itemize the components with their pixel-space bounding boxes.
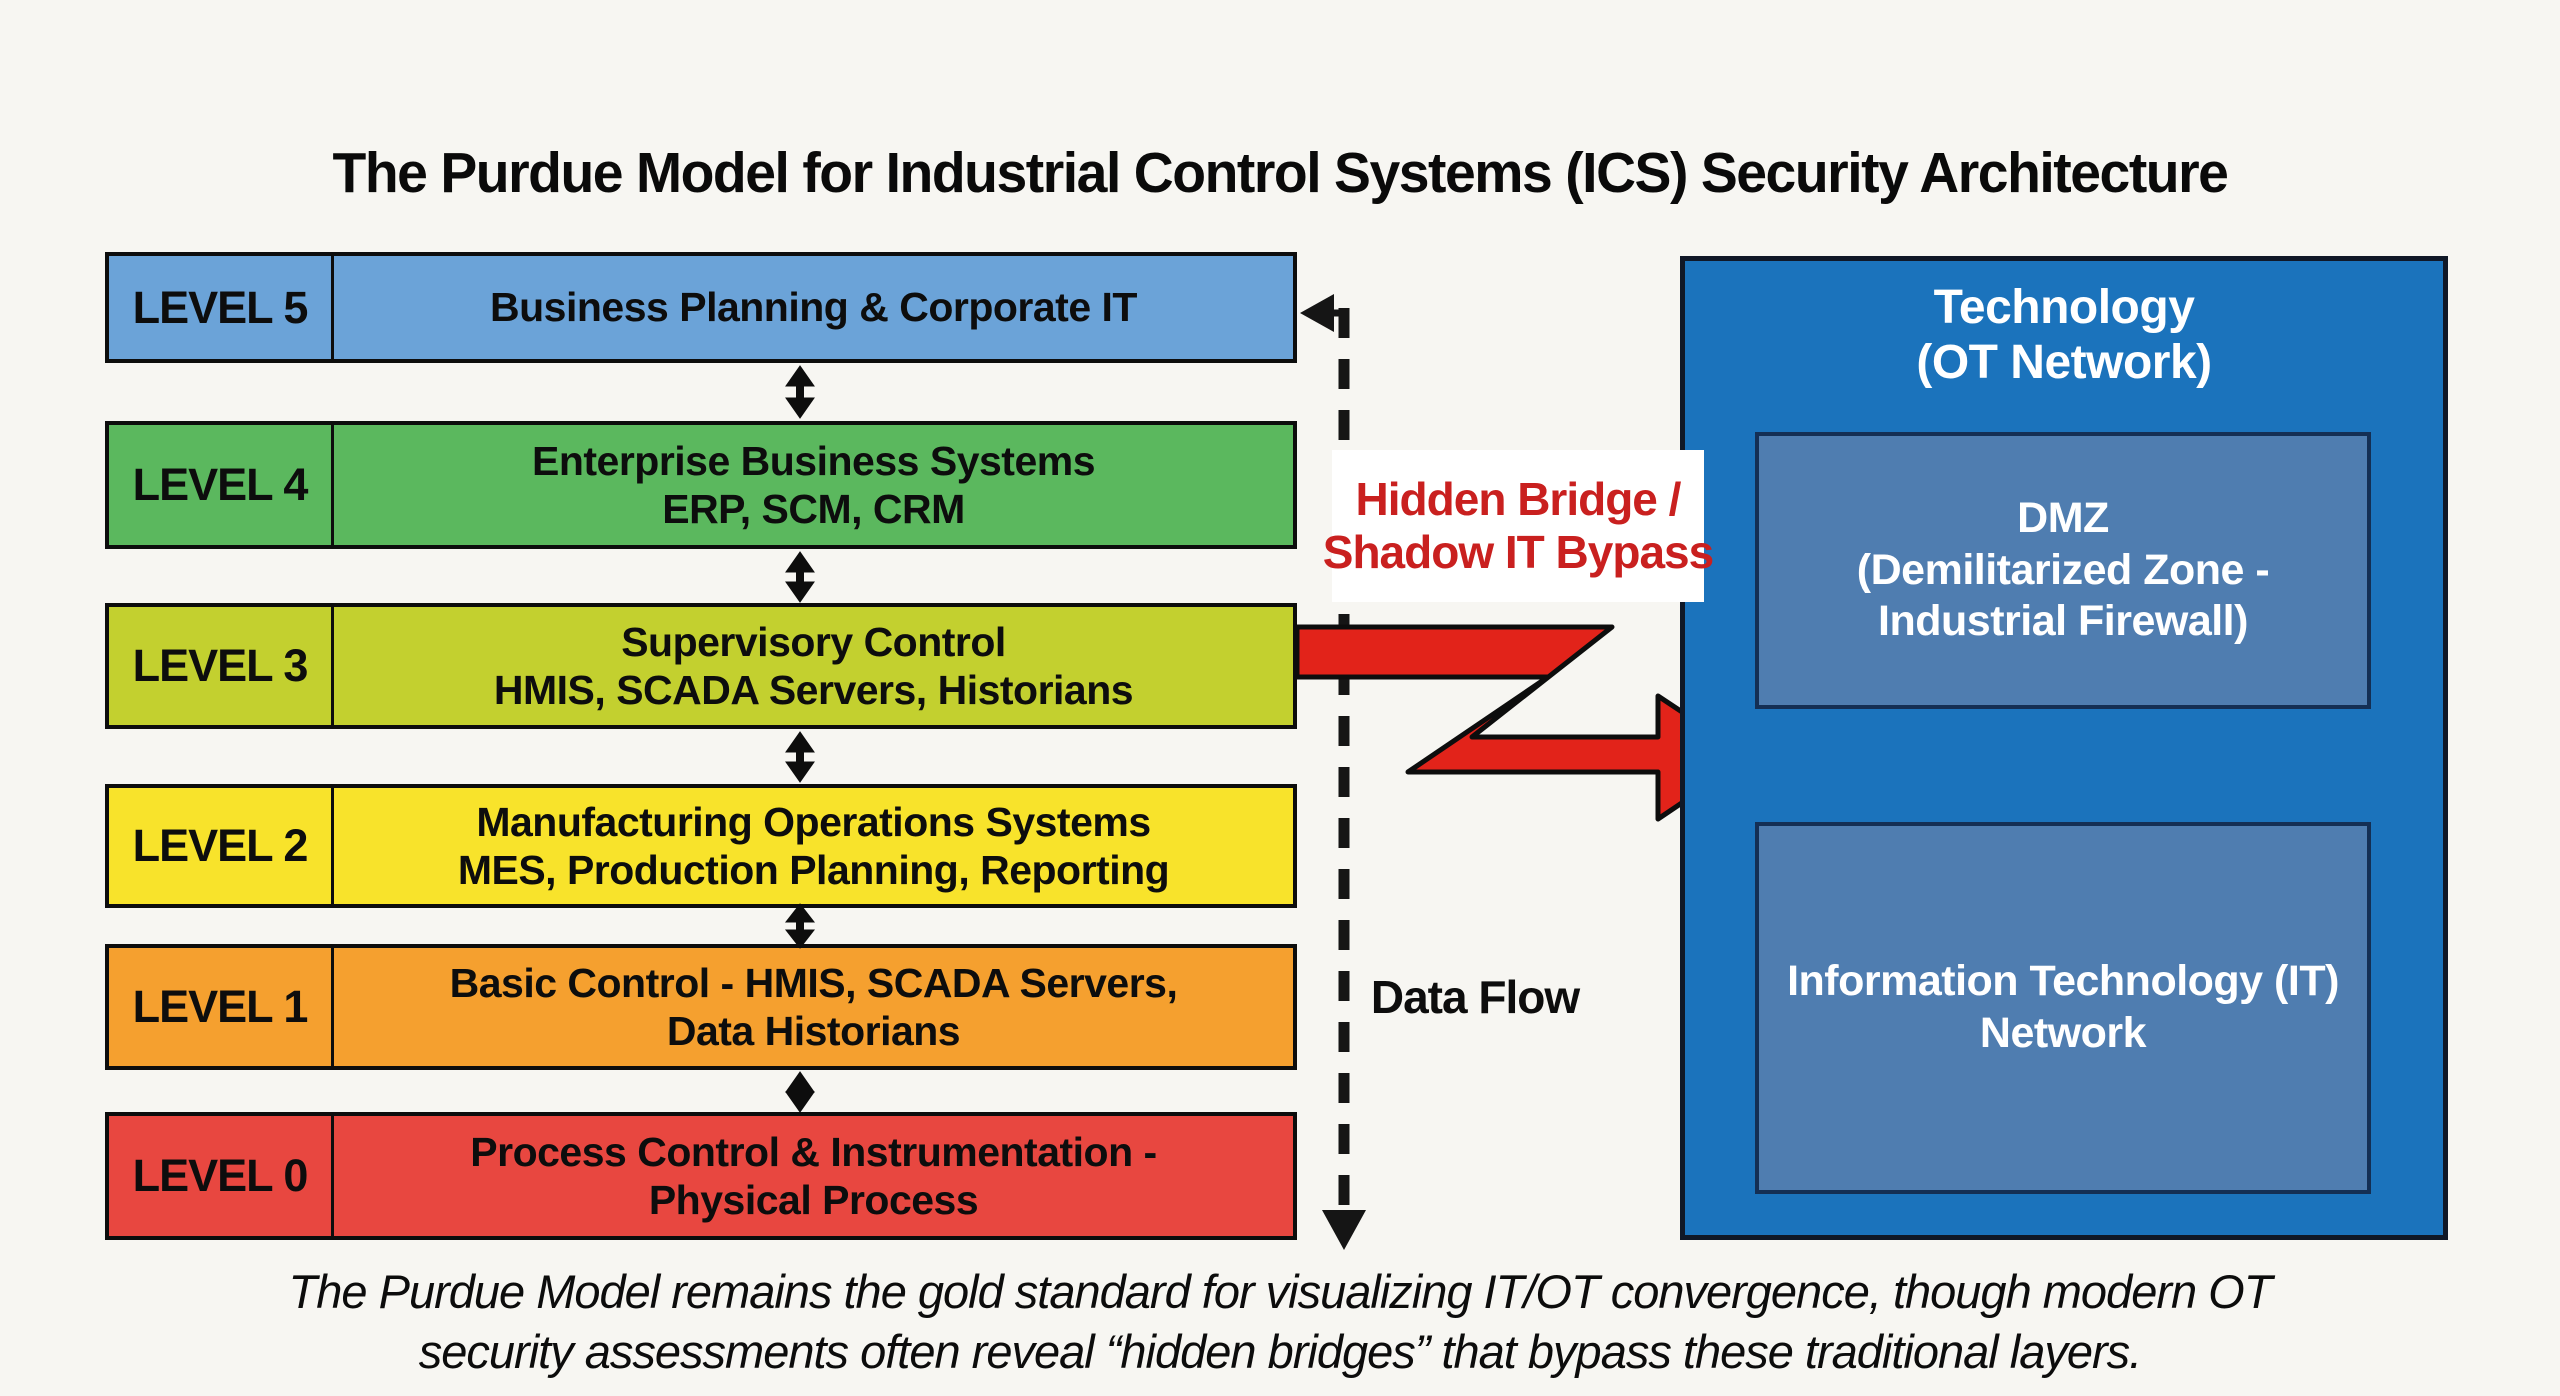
level-1-row: LEVEL 1 Basic Control - HMIS, SCADA Serv… bbox=[105, 944, 1297, 1070]
it-network-line2: Network bbox=[1979, 1009, 2147, 1057]
ot-panel-title: Technology (OT Network) bbox=[1685, 281, 2443, 390]
level-1-line1: Basic Control - HMIS, SCADA Servers, bbox=[449, 959, 1178, 1006]
level-2-label: LEVEL 2 bbox=[109, 788, 334, 904]
footer-caption-line1: The Purdue Model remains the gold standa… bbox=[288, 1265, 2273, 1318]
data-flow-arrowhead-bottom bbox=[1322, 1210, 1366, 1250]
level-1-description: Basic Control - HMIS, SCADA Servers, Dat… bbox=[334, 948, 1293, 1066]
level-0-row: LEVEL 0 Process Control & Instrumentatio… bbox=[105, 1112, 1297, 1240]
level-0-line2: Physical Process bbox=[648, 1177, 979, 1223]
dmz-line1: DMZ bbox=[2017, 494, 2109, 543]
arrow-l1-l0 bbox=[785, 1071, 815, 1113]
level-2-line1: Manufacturing Operations Systems bbox=[476, 798, 1151, 845]
ot-panel-title-line1: Technology bbox=[1933, 281, 2195, 334]
level-1-line2: Data Historians bbox=[666, 1008, 961, 1054]
level-0-line1: Process Control & Instrumentation - bbox=[470, 1128, 1157, 1175]
level-3-line2: HMIS, SCADA Servers, Historians bbox=[493, 667, 1134, 713]
level-5-label: LEVEL 5 bbox=[109, 256, 334, 359]
arrow-l2-l1 bbox=[784, 903, 816, 949]
level-5-row: LEVEL 5 Business Planning & Corporate IT bbox=[105, 252, 1297, 363]
data-flow-label: Data Flow bbox=[1370, 971, 1580, 1023]
arrow-l5-l4 bbox=[785, 365, 815, 419]
data-flow-arrowhead-top-left bbox=[1300, 294, 1334, 332]
hidden-bridge-label: Hidden Bridge / Shadow IT Bypass bbox=[1323, 450, 1714, 602]
it-network-line1: Information Technology (IT) bbox=[1787, 957, 2339, 1006]
level-5-description: Business Planning & Corporate IT bbox=[334, 256, 1293, 359]
page-title: The Purdue Model for Industrial Control … bbox=[332, 141, 2229, 205]
dmz-line3: Industrial Firewall) bbox=[1878, 597, 2248, 646]
dmz-line2: (Demilitarized Zone - bbox=[1856, 545, 2270, 594]
level-2-row: LEVEL 2 Manufacturing Operations Systems… bbox=[105, 784, 1297, 908]
arrow-l3-l2 bbox=[785, 731, 815, 783]
level-3-description: Supervisory Control HMIS, SCADA Servers,… bbox=[334, 607, 1293, 725]
level-1-label: LEVEL 1 bbox=[109, 948, 334, 1066]
level-4-line1: Enterprise Business Systems bbox=[531, 437, 1096, 484]
level-4-description: Enterprise Business Systems ERP, SCM, CR… bbox=[334, 425, 1293, 545]
level-4-line2: ERP, SCM, CRM bbox=[662, 486, 965, 532]
it-network-box: Information Technology (IT) Network bbox=[1755, 822, 2371, 1194]
level-2-description: Manufacturing Operations Systems MES, Pr… bbox=[334, 788, 1293, 904]
footer-caption: The Purdue Model remains the gold standa… bbox=[0, 1262, 2560, 1382]
level-3-row: LEVEL 3 Supervisory Control HMIS, SCADA … bbox=[105, 603, 1297, 729]
hidden-bridge-label-line2: Shadow IT Bypass bbox=[1322, 526, 1714, 578]
level-3-label: LEVEL 3 bbox=[109, 607, 334, 725]
level-0-description: Process Control & Instrumentation - Phys… bbox=[334, 1116, 1293, 1236]
arrow-l4-l3 bbox=[785, 551, 815, 603]
footer-caption-line2: security assessments often reveal “hidde… bbox=[418, 1325, 2142, 1379]
dmz-box: DMZ (Demilitarized Zone - Industrial Fir… bbox=[1755, 432, 2371, 709]
level-4-label: LEVEL 4 bbox=[109, 425, 334, 545]
hidden-bridge-label-line1: Hidden Bridge / bbox=[1355, 472, 1682, 525]
data-flow-line bbox=[1300, 294, 1366, 1250]
level-0-label: LEVEL 0 bbox=[109, 1116, 334, 1236]
level-3-line1: Supervisory Control bbox=[621, 618, 1006, 665]
level-4-row: LEVEL 4 Enterprise Business Systems ERP,… bbox=[105, 421, 1297, 549]
ot-panel-title-line2: (OT Network) bbox=[1916, 335, 2212, 389]
level-2-line2: MES, Production Planning, Reporting bbox=[457, 847, 1170, 893]
level-5-line1: Business Planning & Corporate IT bbox=[490, 284, 1137, 331]
